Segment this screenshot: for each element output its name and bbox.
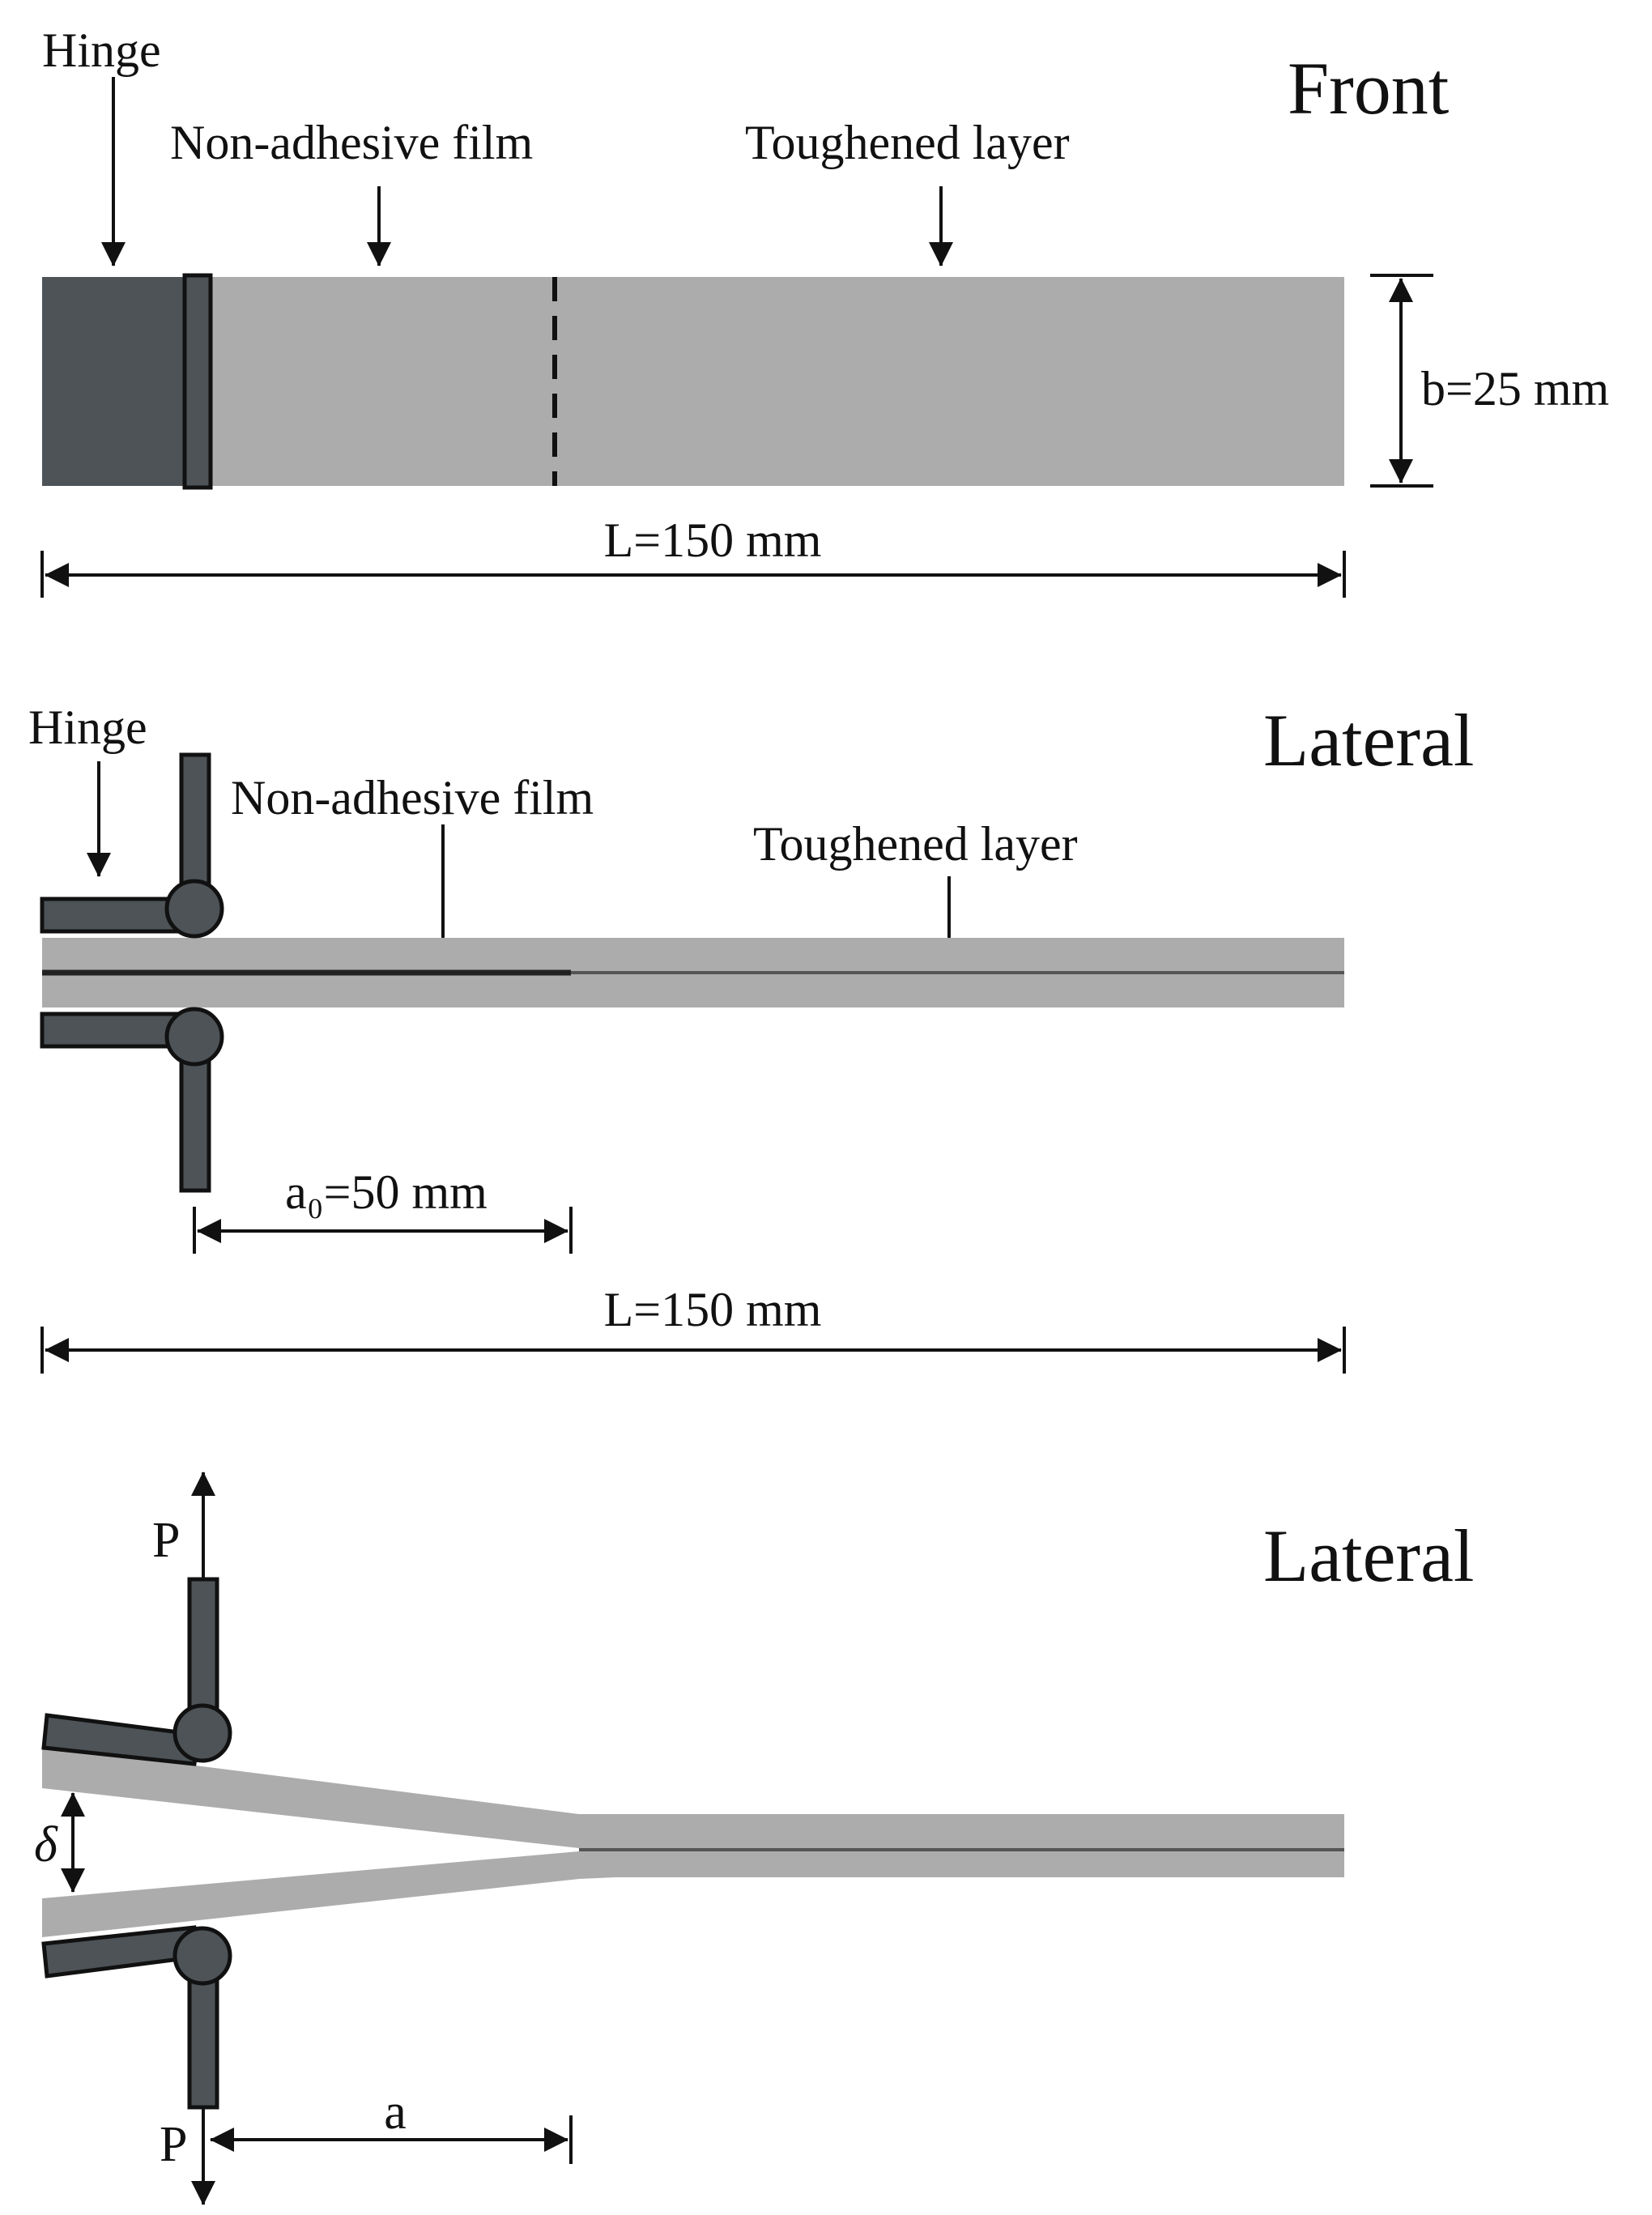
- lateral-lower-hinge-arm: [179, 1042, 211, 1193]
- front-view: Front Hinge Non-adhesive film Toughened …: [40, 23, 1609, 598]
- lateral-crack-label: a₀=50 mm: [285, 1165, 488, 1219]
- front-film-label: Non-adhesive film: [170, 116, 533, 169]
- lateral-film-label: Non-adhesive film: [231, 771, 594, 824]
- front-specimen: [42, 277, 1344, 486]
- loaded-upper-hinge-pin: [172, 1703, 232, 1763]
- front-hinge-label: Hinge: [42, 23, 161, 77]
- loaded-lower-arm: [42, 1851, 1344, 1937]
- lateral-title: Lateral: [1263, 699, 1474, 782]
- front-layer-label: Toughened layer: [745, 116, 1070, 169]
- loaded-upper-arm: [42, 1746, 1344, 1851]
- lateral-hinge-label: Hinge: [28, 701, 147, 754]
- front-title: Front: [1288, 47, 1450, 130]
- lateral-lower-hinge-pin: [164, 1007, 224, 1067]
- loaded-crack-length-label: a: [384, 2085, 407, 2140]
- lateral-upper-hinge-pin: [164, 879, 224, 939]
- loaded-upper-load-label: P: [152, 1513, 180, 1568]
- lateral-view: Lateral Hinge Non-adhesive film Toughene…: [28, 699, 1474, 1374]
- lateral-layer-label: Toughened layer: [753, 817, 1078, 871]
- front-width-label: b=25 mm: [1421, 362, 1609, 415]
- lateral-length-label: L=150 mm: [604, 1283, 822, 1336]
- loaded-view: Lateral P P δ a: [34, 1472, 1474, 2205]
- loaded-title: Lateral: [1263, 1514, 1474, 1597]
- loaded-upper-hinge-block: [41, 1713, 201, 1766]
- loaded-lower-hinge-pin: [172, 1926, 232, 1986]
- front-hinge-bar: [182, 273, 213, 490]
- loaded-lower-load-label: P: [160, 2117, 187, 2172]
- loaded-opening-label: δ: [34, 1817, 58, 1872]
- front-hinge-area: [42, 277, 185, 486]
- front-length-label: L=150 mm: [604, 513, 822, 567]
